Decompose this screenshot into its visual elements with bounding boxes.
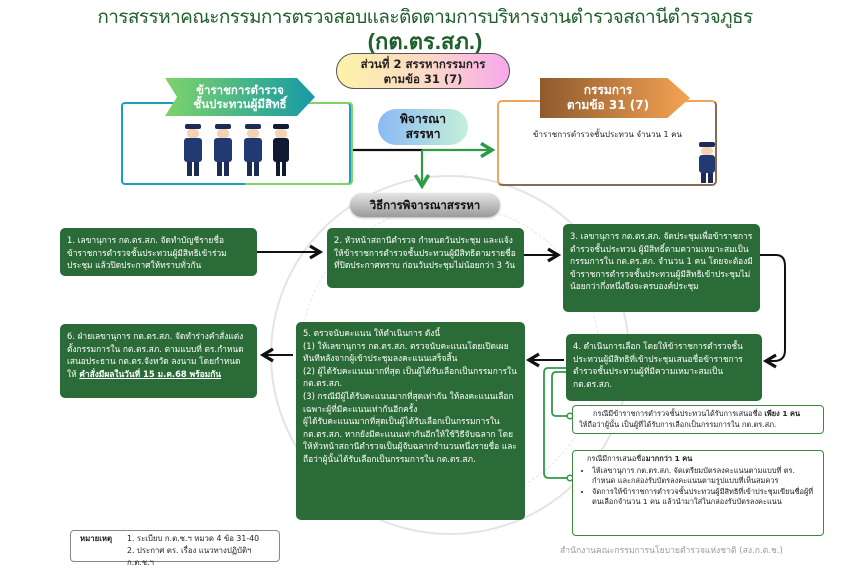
step-4-card: 4. ดำเนินการเลือก โดยให้ข้าราชการตำรวจชั… [566,334,762,401]
committee-member-description: ข้าราชการตำรวจชั้นประทวน จำนวน 1 คน [533,130,682,139]
step-5-line: ผู้ได้รับคะแนนมากที่สุดเป็นผู้ได้รับเลือ… [303,416,517,464]
case-multiple-bullet: จัดการให้ข้าราชการตำรวจชั้นประทวนผู้มีสิ… [592,487,817,508]
step-6-text: 6. ฝ่ายเลขานุการ กต.ตร.สภ. จัดทำร่างคำสั… [67,331,244,379]
consider-line1: พิจารณา [400,112,446,126]
case-multiple-bold: มากกว่า 1 คน [645,454,693,463]
case-multiple-nominees-box: กรณีมีการเสนอชื่อมากกว่า 1 คน ให้เลขานุก… [572,450,824,536]
page-title: การสรรหาคณะกรรมการตรวจสอบและติดตามการบริ… [97,7,753,28]
police-officer-icon [214,124,232,176]
page-subtitle: (กต.ตร.สภ.) [367,29,483,54]
remarks-line: 2. ประกาศ ตร. เรื่อง แนวทางปฏิบัติฯ ก.ต.… [127,546,252,567]
step-6-card: 6. ฝ่ายเลขานุการ กต.ตร.สภ. จัดทำร่างคำสั… [60,324,257,398]
connector-step4-case-multiple [543,367,569,479]
selection-method-pill: วิธีการพิจารณาสรรหา [350,193,500,217]
remarks-label: หมายเหตุ [80,534,113,543]
step-1-card: 1. เลขานุการ กต.ตร.สภ. จัดทำบัญชีรายชื่อ… [60,228,257,276]
case-multiple-prefix: กรณีมีการเสนอชื่อ [587,454,646,463]
case-single-bold: เพียง 1 คน [764,409,801,418]
section-pill-line1: ส่วนที่ 2 สรรหากรรมการ [360,57,486,71]
case-single-prefix: กรณีมีข้าราชการตำรวจชั้นประทวนได้รับการเ… [593,409,763,418]
step-5-line: (3) กรณีมีผู้ได้รับคะแนนมากที่สุดเท่ากัน… [303,390,514,414]
case-single-nominee-box: กรณีมีข้าราชการตำรวจชั้นประทวนได้รับการเ… [572,405,824,434]
police-officer-icon [184,124,202,176]
step-5-line: (1) ให้เลขานุการ กต.ตร.สภ. ตรวจนับคะแนนโ… [303,340,509,364]
footer-organization: สำนักงานคณะกรรมการนโยบายตำรวจแห่งชาติ (ส… [560,546,783,556]
committee-member-banner-line1: กรรมการ [583,83,633,97]
police-officers-group-icon [184,124,289,176]
eligible-officers-banner-line2: ชั้นประทวนผู้มีสิทธิ์ [193,97,287,111]
arrow-step3-step4 [760,254,786,369]
remarks-line: 1. ระเบียบ ก.ต.ช.ฯ หมวด 4 ข้อ 31-40 [127,534,260,543]
committee-member-banner: กรรมการ ตามข้อ 31 (7) [540,78,690,118]
connector-step4-case-single [551,371,569,417]
case-multiple-bullets: ให้เลขานุการ กต.ตร.สภ. จัดเตรียมบัตรลงคะ… [579,466,817,508]
police-officer-icon [244,124,262,176]
consider-line2: สรรหา [405,127,441,141]
case-single-suffix: ให้ถือว่าผู้นั้น เป็นผู้ที่ได้รับการเลือ… [579,419,777,429]
section-pill-line2: ตามข้อ 31 (7) [383,72,463,86]
consider-select-pill: พิจารณา สรรหา [378,109,468,145]
police-officer-icon [273,124,289,176]
committee-member-banner-line2: ตามข้อ 31 (7) [566,98,650,112]
remarks-box: หมายเหตุ 1. ระเบียบ ก.ต.ช.ฯ หมวด 4 ข้อ 3… [70,530,280,567]
step-6-emphasis: คำสั่งมีผลในวันที่ 15 ม.ค.68 พร้อมกัน [79,368,222,379]
eligible-officers-banner-line1: ข้าราชการตำรวจ [196,83,284,97]
remarks-lines: 1. ระเบียบ ก.ต.ช.ฯ หมวด 4 ข้อ 31-40 2. ป… [127,533,279,569]
step-5-card: 5. ตรวจนับคะแนน ให้ดำเนินการ ดังนี้ (1) … [296,322,525,520]
step-5-line: (2) ผู้ได้รับคะแนนมากที่สุด เป็นผู้ได้รั… [303,365,517,389]
step-3-card: 3. เลขานุการ กต.ตร.สภ. จัดประชุมเพื่อข้า… [563,224,760,312]
eligible-officers-banner: ข้าราชการตำรวจ ชั้นประทวนผู้มีสิทธิ์ [165,78,315,116]
police-officer-icon [699,142,715,183]
section-pill: ส่วนที่ 2 สรรหากรรมการ ตามข้อ 31 (7) [336,53,510,89]
case-multiple-bullet: ให้เลขานุการ กต.ตร.สภ. จัดเตรียมบัตรลงคะ… [592,466,817,487]
step-2-card: 2. หัวหน้าสถานีตำรวจ กำหนดวันประชุม และแ… [327,228,524,288]
step-5-line: 5. ตรวจนับคะแนน ให้ดำเนินการ ดังนี้ [303,328,441,338]
